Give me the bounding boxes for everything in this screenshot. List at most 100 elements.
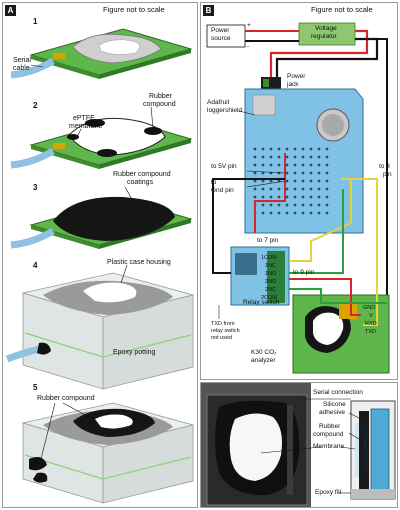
panel-a: A Figure not to scale <box>2 2 198 508</box>
relay-pin-1com: 1COM <box>261 255 277 261</box>
proto-hole <box>325 195 329 199</box>
proto-hole <box>293 187 297 191</box>
proto-hole <box>293 155 297 159</box>
proto-hole <box>325 147 329 151</box>
proto-hole <box>293 211 297 215</box>
membrane-c-label: Membrane <box>313 443 345 450</box>
silicone-adhesive-label-2: adhesive <box>319 409 346 416</box>
proto-hole <box>261 147 265 151</box>
proto-hole <box>309 147 313 151</box>
proto-hole <box>269 195 273 199</box>
proto-hole <box>285 147 289 151</box>
proto-hole <box>317 155 321 159</box>
proto-hole <box>325 203 329 207</box>
loggershield-label-1: Adafruit <box>207 99 230 106</box>
proto-hole <box>269 163 273 167</box>
proto-hole <box>269 155 273 159</box>
power-jack-label-2: jack <box>287 81 299 88</box>
step-1-number: 1 <box>33 17 38 26</box>
proto-hole <box>285 211 289 215</box>
proto-hole <box>285 195 289 199</box>
proto-hole <box>293 195 297 199</box>
proto-hole <box>261 179 265 183</box>
proto-hole <box>269 203 273 207</box>
proto-hole <box>309 203 313 207</box>
loggershield-proto-grid <box>253 147 329 215</box>
relay-pin-1nc: 1NC <box>265 263 277 269</box>
panel-a-illustration <box>5 28 195 504</box>
txd-note-1: TXD from <box>211 321 235 327</box>
proto-hole <box>261 195 265 199</box>
proto-hole <box>285 179 289 183</box>
rubber-compound-label-2: compound <box>143 101 176 108</box>
proto-hole <box>285 171 289 175</box>
section-membrane <box>355 423 359 477</box>
silicone-adhesive-label-1: Silicone <box>323 401 346 408</box>
proto-hole <box>253 147 257 151</box>
loggershield-label-2: loggershield <box>207 107 243 114</box>
panel-b-note: Figure not to scale <box>311 5 373 14</box>
proto-hole <box>301 195 305 199</box>
k30-label-1: K30 CO₂ <box>251 349 277 356</box>
proto-hole <box>261 171 265 175</box>
proto-hole <box>309 155 313 159</box>
step1-cable <box>10 57 55 79</box>
proto-hole <box>277 195 281 199</box>
proto-hole <box>261 203 265 207</box>
proto-hole <box>301 171 305 175</box>
proto-hole <box>309 211 313 215</box>
proto-hole <box>301 187 305 191</box>
step5-cable-blob <box>29 457 48 483</box>
relay-switch-label: Relay switch <box>243 299 280 306</box>
proto-hole <box>301 203 305 207</box>
voltage-regulator-label-1: Voltage <box>315 25 337 32</box>
proto-hole <box>277 147 281 151</box>
membrane-label: membrane <box>69 123 103 130</box>
proto-hole <box>317 179 321 183</box>
panel-a-note: Figure not to scale <box>103 5 165 14</box>
serial-cable-label-2: cable <box>13 65 30 72</box>
panel-b-letter: B <box>203 5 214 16</box>
step-3-number: 3 <box>33 183 38 192</box>
proto-hole <box>301 163 305 167</box>
proto-hole <box>325 171 329 175</box>
section-analyzer <box>370 408 390 492</box>
serial-cable-label-1: Serial <box>13 57 31 64</box>
proto-hole <box>317 211 321 215</box>
to-5v-label: to 5V pin <box>211 163 237 170</box>
proto-hole <box>277 155 281 159</box>
proto-hole <box>269 147 273 151</box>
proto-hole <box>277 187 281 191</box>
photo-membrane <box>229 413 282 481</box>
k30-pin-v: V <box>369 313 373 319</box>
step1-header <box>53 53 65 59</box>
proto-hole <box>253 179 257 183</box>
proto-hole <box>269 211 273 215</box>
k30-pin-gnd: GND <box>363 305 376 311</box>
proto-hole <box>317 187 321 191</box>
panel-b: B Figure not to scale <box>200 2 398 380</box>
proto-hole <box>325 187 329 191</box>
to-gnd-label-1: to <box>211 179 217 186</box>
proto-hole <box>277 171 281 175</box>
rubber-compound-c-label-2: compound <box>313 431 344 438</box>
proto-hole <box>293 179 297 183</box>
proto-hole <box>261 211 265 215</box>
step-4-number: 4 <box>33 261 38 270</box>
proto-hole <box>269 179 273 183</box>
proto-hole <box>293 163 297 167</box>
proto-hole <box>317 195 321 199</box>
coatings-label-1: Rubber compound <box>113 171 171 178</box>
proto-hole <box>325 179 329 183</box>
proto-hole <box>293 171 297 175</box>
txd-note-3: not used <box>211 335 233 341</box>
to-8-label-2: pin <box>383 171 392 178</box>
proto-hole <box>325 155 329 159</box>
proto-hole <box>309 179 313 183</box>
proto-hole <box>285 163 289 167</box>
step-5-number: 5 <box>33 383 38 392</box>
proto-hole <box>309 163 313 167</box>
to-gnd-label-2: Gnd pin <box>211 187 234 194</box>
panel-b-illustration <box>206 22 390 374</box>
proto-hole <box>317 163 321 167</box>
